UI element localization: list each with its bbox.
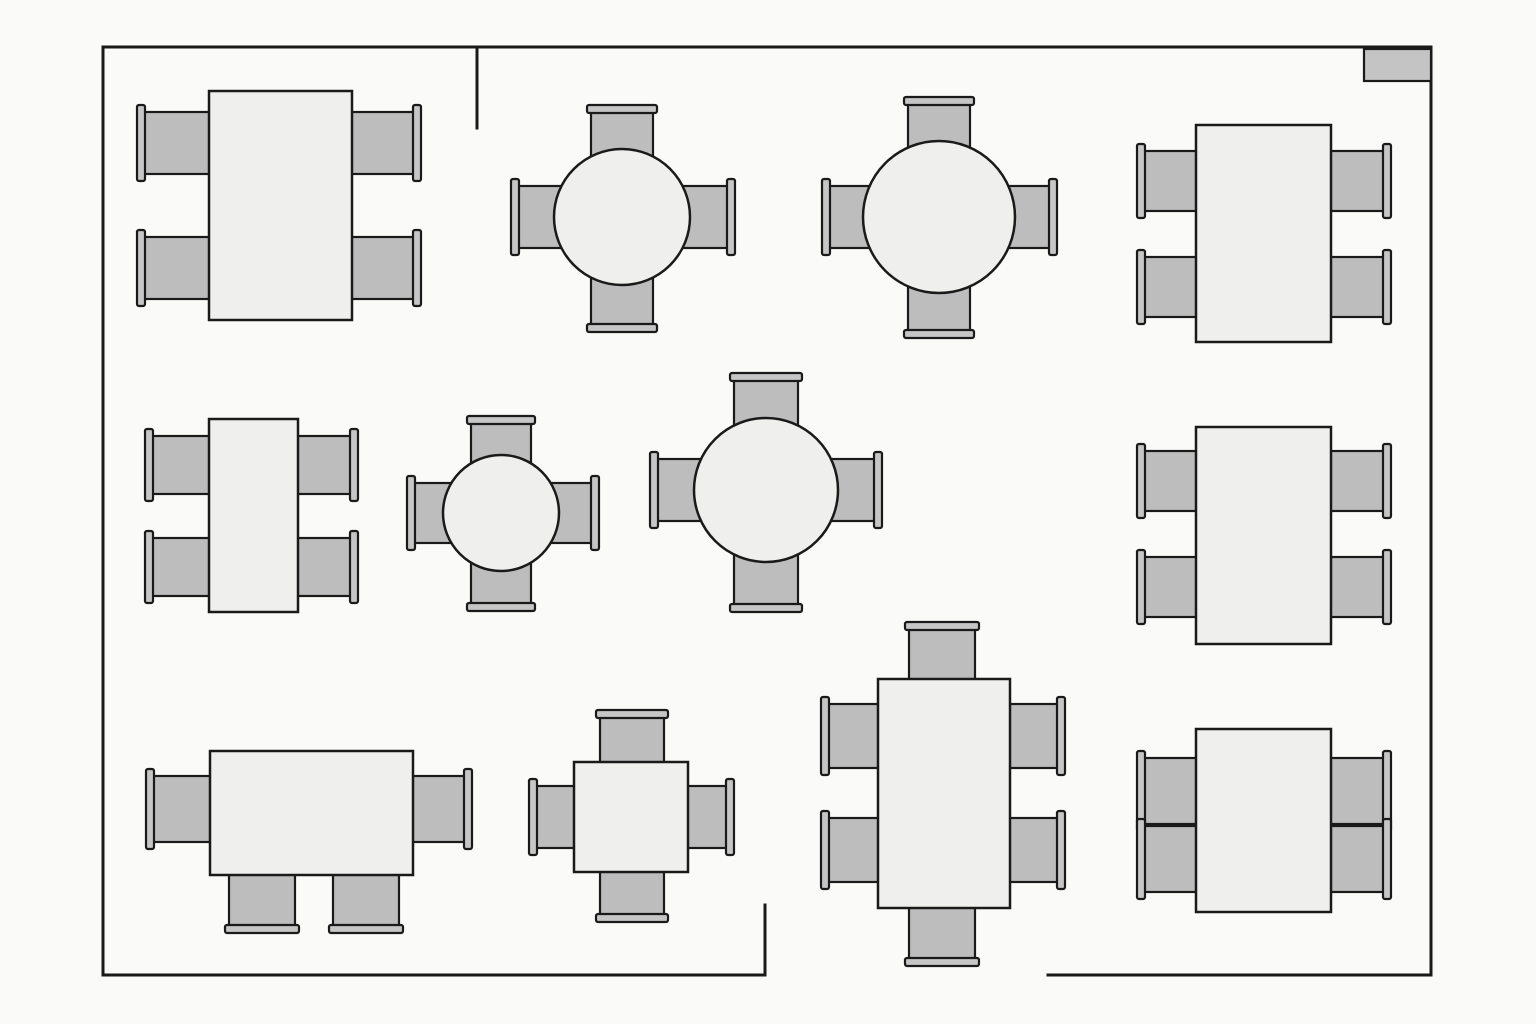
wall-right-segment: [478, 45, 1433, 977]
table-4: [1135, 123, 1393, 344]
table-6: [405, 414, 601, 613]
table-3: [820, 95, 1059, 340]
table-top: [572, 760, 690, 874]
chair: [1326, 817, 1393, 901]
table-top: [552, 147, 692, 287]
table-top: [876, 677, 1012, 910]
chair: [143, 427, 214, 503]
chair: [585, 276, 659, 334]
chair: [819, 809, 884, 891]
table-11: [819, 620, 1067, 968]
table-top: [1194, 727, 1333, 914]
chair: [1135, 142, 1202, 220]
chair: [594, 708, 670, 767]
table-top: [1194, 425, 1333, 646]
chair: [903, 903, 981, 968]
chair: [903, 620, 981, 684]
chair: [293, 427, 360, 503]
chair: [135, 103, 214, 183]
table-top: [861, 139, 1017, 295]
table-top: [207, 89, 354, 322]
table-top: [207, 417, 300, 614]
chair: [1326, 548, 1393, 626]
chair: [1326, 142, 1393, 220]
chair: [527, 777, 580, 857]
chair: [678, 177, 737, 257]
chair: [594, 865, 670, 924]
chair: [327, 869, 405, 935]
chair: [1135, 442, 1202, 520]
chair: [346, 103, 423, 183]
chair: [346, 228, 423, 308]
chair: [1135, 248, 1202, 326]
table-top: [441, 453, 561, 573]
table-9: [144, 749, 474, 935]
table-2: [509, 103, 737, 334]
chair: [728, 553, 804, 614]
chair: [683, 777, 736, 857]
wall-left-segment: [101, 45, 767, 977]
furniture: [135, 89, 1393, 968]
table-top: [208, 749, 415, 877]
chair: [1135, 749, 1202, 833]
chair: [408, 767, 474, 851]
table-7: [648, 371, 884, 614]
chair: [1004, 809, 1067, 891]
corner-cabinet: [1362, 47, 1433, 83]
chair: [819, 695, 884, 777]
chair: [1135, 817, 1202, 901]
table-10: [527, 708, 736, 924]
walls: [101, 45, 1433, 977]
chair: [135, 228, 214, 308]
table-12: [1135, 727, 1393, 914]
chair: [143, 529, 214, 605]
chair: [1004, 695, 1067, 777]
chair: [1326, 442, 1393, 520]
table-1: [135, 89, 423, 322]
table-5: [143, 417, 360, 614]
chair: [223, 869, 301, 935]
table-top: [1194, 123, 1333, 344]
chair: [1326, 749, 1393, 833]
chair: [293, 529, 360, 605]
chair: [144, 767, 216, 851]
chair: [1135, 548, 1202, 626]
table-8: [1135, 425, 1393, 646]
table-top: [692, 416, 840, 564]
chair: [1326, 248, 1393, 326]
